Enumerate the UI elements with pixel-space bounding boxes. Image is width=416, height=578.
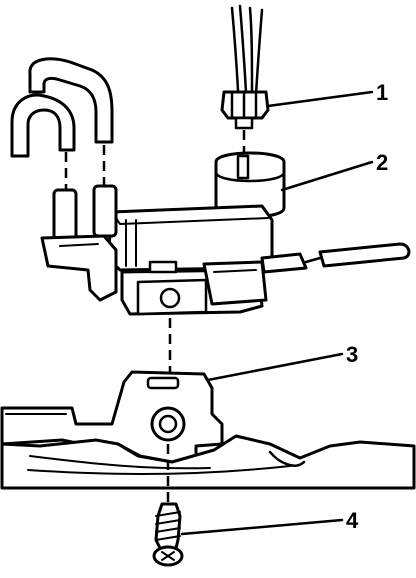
solenoid-valve bbox=[40, 151, 411, 316]
leader-line-1 bbox=[266, 90, 374, 108]
leader-line-4 bbox=[180, 518, 344, 536]
callout-label-2: 2 bbox=[376, 150, 388, 175]
leader-line-3 bbox=[206, 352, 344, 382]
wire-harness bbox=[230, 4, 264, 96]
callout-label-4: 4 bbox=[346, 508, 359, 533]
leader-lines bbox=[180, 90, 374, 536]
callout-label-1: 1 bbox=[376, 80, 388, 105]
vacuum-hose-right bbox=[28, 57, 114, 144]
mounting-screw bbox=[152, 502, 184, 567]
electrical-connector bbox=[220, 90, 270, 130]
mounting-bracket bbox=[0, 370, 416, 490]
callout-label-3: 3 bbox=[346, 342, 358, 367]
leader-line-2 bbox=[280, 160, 374, 192]
vacuum-hose-left bbox=[10, 93, 76, 158]
